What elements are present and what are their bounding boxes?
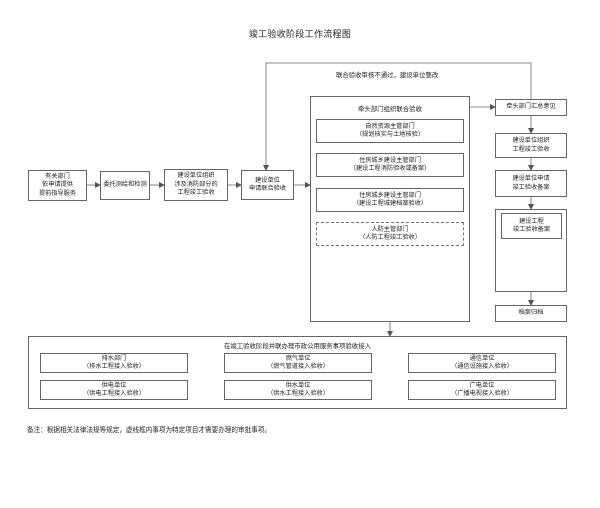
diagram-title: 竣工验收阶段工作流程图 [248,30,352,40]
arrow-rework-loop [263,62,532,171]
agency-natural-resources: 自然资源主管部门 （规划核实与土地核验） [316,119,464,143]
utility-power: 供电单位 （供电工程接入验收） [40,380,188,400]
completion-record-box: 建设工程 竣工验收备案 [501,213,562,239]
org-completion-acceptance-box: 建设单位组织 工程竣工验收 [495,133,567,158]
utility-services-title: 在竣工验收阶段并联办理市政公用服务事项验收接入 [224,342,371,350]
flow-box-survey: 委托测绘和检测 [100,171,150,200]
flow-box-fire-acceptance: 建设单位组织 涉及消防部分的 工程竣工验收 [164,169,228,201]
footnote: 备注：根据相关法律法规等规定，虚线框内事项为特定项目才需要办理的审批事项。 [27,426,271,434]
archive-box: 档案归档 [495,305,567,322]
utility-water: 供水单位 （供水工程接入验收） [224,380,372,400]
agency-civil-defense: 人防主管部门 （人防工程竣工验收） [316,222,464,246]
summary-opinion-box: 牵头部门汇总意见 [495,99,567,116]
rework-note: 联合验收审核不通过，建设单位整改 [336,71,439,79]
utility-broadcast: 广电单位 （广播电视接入验收） [408,380,556,400]
flow-box-guidance: 有关部门 依申请提供 提前指导服务 [28,170,87,201]
agency-housing-fire: 住房城乡建设主管部门 （建设工程消防验收或备案） [316,153,464,177]
utility-telecom: 通信单位 （通信设施接入验收） [408,353,556,373]
joint-acceptance-title: 牵头部门组织联合验收 [358,105,422,113]
agency-housing-archives: 住房城乡建设主管部门 （建设工程城建档案验收） [316,188,464,212]
flow-box-apply-joint: 建设单位 申请联合验收 [241,170,294,200]
utility-gas: 燃气单位 （燃气管道接入验收） [224,353,372,373]
utility-drainage: 排水部门 （排水工程接入验收） [40,353,188,373]
apply-record-box: 建设单位申请 竣工验收备案 [495,170,567,197]
